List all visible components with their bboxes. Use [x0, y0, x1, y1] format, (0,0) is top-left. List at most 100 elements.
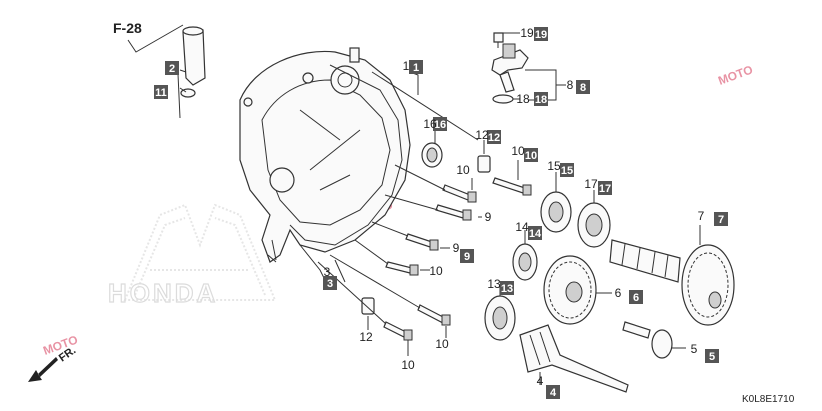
callout-badge-18: 18	[534, 92, 548, 106]
part-number-label: 9	[453, 241, 460, 255]
callout-badge-box	[524, 148, 538, 162]
part-number-label: 16	[423, 117, 437, 131]
cover-gasket	[289, 64, 403, 246]
svg-text:MOTO: MOTO	[716, 62, 754, 87]
callout-badge-4: 4	[546, 385, 560, 399]
part-number-label: 10	[435, 337, 449, 351]
part-number-label: 8	[567, 78, 574, 92]
callout-badge-number: 17	[599, 183, 611, 195]
part-number-label: 13	[487, 277, 501, 291]
callout-badge-box	[460, 249, 474, 263]
part-number-label: 14	[515, 220, 529, 234]
callout-badge-number: 3	[327, 278, 333, 290]
part-number-label: 10	[511, 144, 525, 158]
callout-badge-10: 10	[524, 148, 538, 162]
callout-badge-box	[165, 61, 179, 75]
speed-sensor	[491, 43, 529, 104]
bearing-14	[512, 243, 538, 281]
leader-bracket-2-11	[177, 69, 187, 119]
callout-badge-13: 13	[500, 281, 514, 295]
callout-badge-2: 2	[165, 61, 179, 75]
callout-badge-box	[528, 226, 542, 240]
input-shaft	[519, 324, 629, 393]
callout-badge-12: 12	[487, 130, 501, 144]
callout-badge-box	[534, 27, 548, 41]
header-code: F-28	[113, 20, 142, 36]
callout-badge-14: 14	[528, 226, 542, 240]
flange-bolts	[383, 177, 532, 341]
callout-badge-box	[560, 163, 574, 177]
callout-badge-16: 16	[433, 117, 447, 131]
oil-seal	[421, 142, 443, 168]
part-number-label: 3	[324, 265, 331, 279]
callout-badge-number: 13	[501, 283, 513, 295]
callout-badge-7: 7	[714, 212, 728, 226]
callout-badge-number: 4	[550, 387, 557, 399]
callout-badge-box	[323, 276, 337, 290]
part-number-label: 9	[485, 210, 492, 224]
callout-badge-box	[705, 349, 719, 363]
callout-badge-9: 9	[460, 249, 474, 263]
callout-badge-number: 15	[561, 165, 573, 177]
part-number-label: 4	[537, 374, 544, 388]
part-number-label: 17	[584, 177, 598, 191]
bearing-15	[540, 191, 572, 233]
countershaft-gear	[543, 255, 612, 325]
callout-badge-15: 15	[560, 163, 574, 177]
honda-wing-watermark	[123, 203, 277, 301]
callout-badge-box	[714, 212, 728, 226]
callout-badge-box	[433, 117, 447, 131]
bearing-13	[484, 295, 516, 341]
callout-badge-box	[409, 60, 423, 74]
part-number-label: 5	[691, 342, 698, 356]
part-number-label: 15	[547, 159, 561, 173]
sensor-bolt	[493, 32, 504, 48]
leader-11	[179, 87, 187, 93]
callout-badge-19: 19	[534, 27, 548, 41]
callout-badge-1: 1	[409, 60, 423, 74]
figure-code: K0L8E1710	[742, 394, 795, 405]
callout-badge-8: 8	[576, 80, 590, 94]
callout-badge-number: 9	[464, 251, 470, 263]
part-number-label: 1	[403, 59, 410, 73]
part-number-label: 19	[520, 26, 534, 40]
callout-badge-number: 1	[413, 62, 419, 74]
callout-badge-17: 17	[598, 181, 612, 195]
front-direction-arrow	[28, 357, 58, 382]
callout-badge-5: 5	[705, 349, 719, 363]
callout-badge-box	[629, 290, 643, 304]
callout-badge-3: 3	[323, 276, 337, 290]
dowel-collar	[477, 155, 491, 173]
final-shaft	[609, 225, 735, 326]
callout-badge-6: 6	[629, 290, 643, 304]
breather-tube	[182, 26, 206, 86]
bolt-guide-lines	[317, 164, 446, 325]
callout-badge-number: 12	[488, 132, 500, 144]
honda-watermark-text: HONDA	[108, 278, 218, 308]
part-number-label: 7	[698, 209, 705, 223]
callout-badge-box	[500, 281, 514, 295]
part-number-label: 10	[456, 163, 470, 177]
callout-badge-box	[598, 181, 612, 195]
callout-badge-number: 14	[529, 228, 542, 240]
transmission-cover	[239, 50, 411, 263]
callout-badge-number: 6	[633, 292, 639, 304]
callout-badge-number: 18	[535, 94, 547, 106]
callout-badge-box	[534, 92, 548, 106]
callout-badge-box	[576, 80, 590, 94]
sensor-o-ring	[492, 94, 514, 104]
header-leader	[127, 24, 184, 53]
part-number-label: 12	[359, 330, 373, 344]
callout-badge-number: 19	[535, 29, 547, 41]
drive-pinion	[622, 321, 686, 359]
part-number-label: 18	[516, 92, 530, 106]
callout-badge-box	[154, 85, 168, 99]
part-number-label: 6	[615, 286, 622, 300]
callout-badge-number: 5	[709, 351, 715, 363]
callout-badge-number: 8	[580, 82, 586, 94]
dowel-pin	[349, 47, 360, 63]
callout-badge-number: 2	[169, 63, 175, 75]
